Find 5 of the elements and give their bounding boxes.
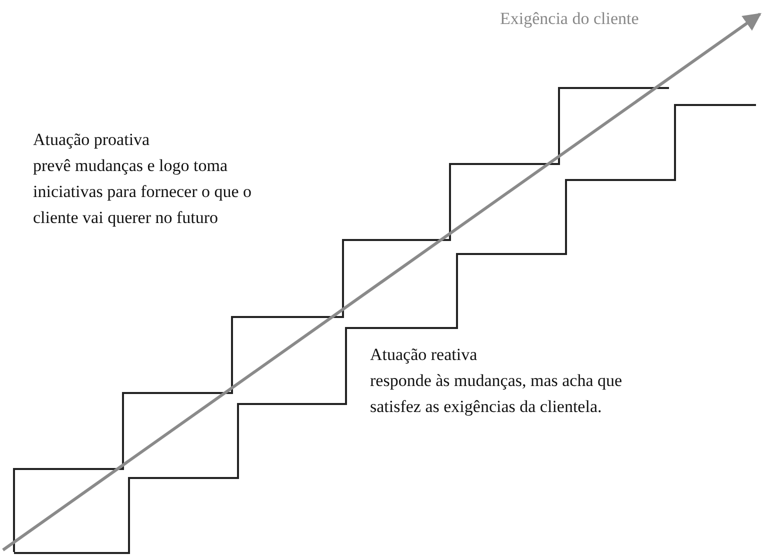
description: responde às mudanças, mas acha que satisfez as exigências da clientela. <box>370 370 624 418</box>
description: prevê mudanças e logo toma iniciativas para fornecer o que o cliente vai querer no futuro <box>33 155 253 229</box>
heading: Atuação proativa <box>33 129 151 151</box>
axis-label: Exigência do cliente <box>500 8 640 30</box>
heading: Atuação reativa <box>370 344 478 366</box>
